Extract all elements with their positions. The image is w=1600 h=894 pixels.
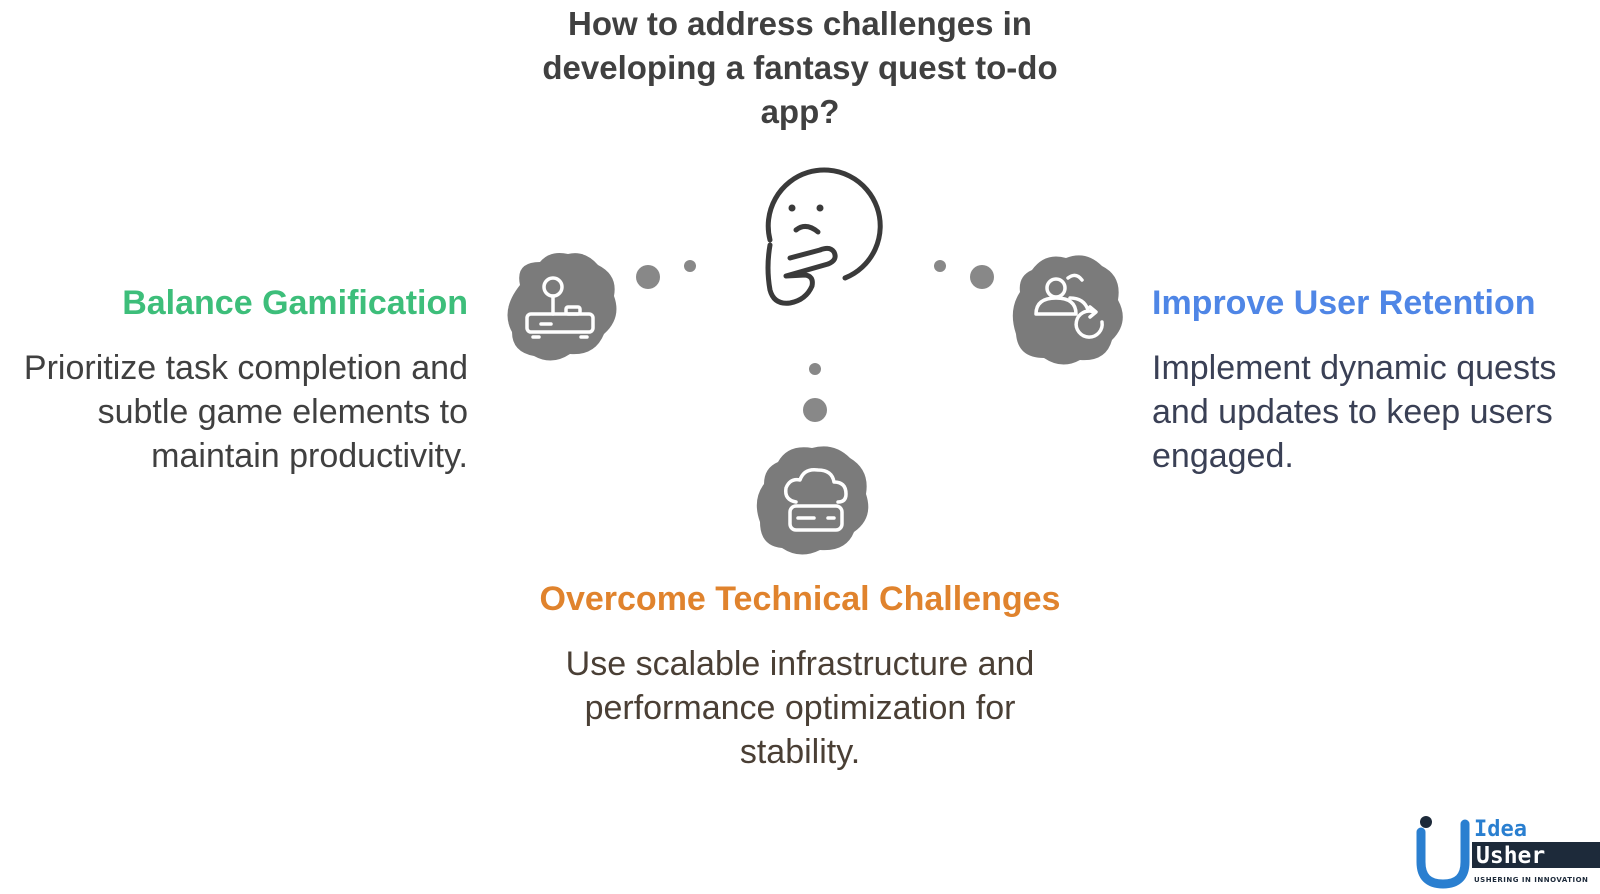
cloud-server-icon — [783, 467, 848, 532]
connector-dot — [803, 398, 827, 422]
improve-user-retention-heading: Improve User Retention — [1152, 284, 1536, 322]
idea-usher-logo: Idea Usher USHERING IN INNOVATION — [1416, 814, 1600, 889]
connector-dot — [934, 260, 946, 272]
connector-dot — [684, 260, 696, 272]
logo-word-usher: Usher — [1476, 843, 1545, 869]
thinking-face-icon — [765, 167, 883, 306]
logo-tagline: USHERING IN INNOVATION — [1474, 876, 1588, 884]
cloud-server-blob — [756, 446, 869, 555]
users-refresh-blob — [1012, 255, 1123, 365]
balance-gamification-description: Prioritize task completion and subtle ga… — [23, 349, 468, 475]
improve-user-retention-description: Implement dynamic quests and updates to … — [1152, 349, 1557, 475]
connector-dot — [636, 265, 660, 289]
joystick-icon — [525, 276, 595, 339]
overcome-technical-challenges-description: Use scalable infrastructure and performa… — [565, 645, 1035, 771]
connector-dot — [970, 265, 994, 289]
connector-dot — [809, 363, 821, 375]
diagram-title: How to address challenges in developing … — [542, 5, 1058, 130]
joystick-blob — [507, 253, 617, 361]
logo-word-idea: Idea — [1474, 817, 1527, 842]
users-refresh-icon — [1034, 273, 1104, 339]
overcome-technical-challenges-heading: Overcome Technical Challenges — [539, 580, 1061, 618]
balance-gamification-heading: Balance Gamification — [122, 284, 468, 322]
